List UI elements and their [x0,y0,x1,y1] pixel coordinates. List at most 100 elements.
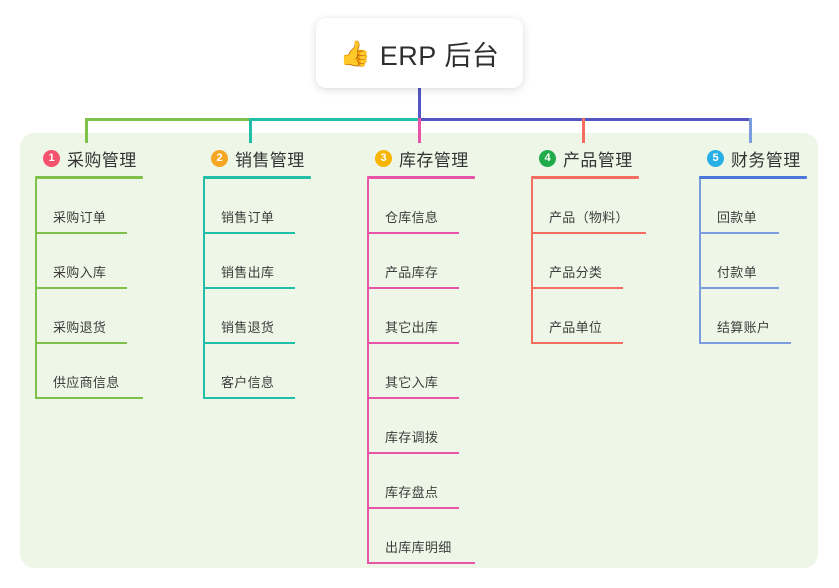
leaf-item[interactable]: 产品单位 [531,289,639,344]
branch-label-5: 财务管理 [731,150,801,170]
branch-header-5[interactable]: 5 财务管理 [699,145,807,171]
leaf-rule [35,287,127,289]
leaf-spine-5 [699,179,701,344]
root-node[interactable]: 👍 ERP 后台 [316,18,523,88]
leaf-item[interactable]: 采购退货 [35,289,143,344]
leaf-item[interactable]: 销售出库 [203,234,311,289]
branch-rule-5 [699,176,807,179]
branch-rule-3 [367,176,475,179]
branch-rule-2 [203,176,311,179]
leaf-item[interactable]: 仓库信息 [367,179,475,234]
leaf-label: 回款单 [717,210,757,225]
leaf-label: 付款单 [717,265,757,280]
leaf-list-4: 产品（物料） 产品分类产品单位 [531,179,646,344]
leaf-rule [699,232,779,234]
branch-label-1: 采购管理 [67,150,137,170]
leaf-label: 销售订单 [221,210,275,225]
leaf-item[interactable]: 其它入库 [367,344,475,399]
leaf-label: 客户信息 [221,375,275,390]
branch-header-3[interactable]: 3 库存管理 [367,145,475,171]
leaf-list-3: 仓库信息产品库存其它出库其它入库库存调拨库存盘点出库库明细 [367,179,475,564]
thumbs-up-icon: 👍 [339,39,371,68]
leaf-item[interactable]: 其它出库 [367,289,475,344]
branch-header-2[interactable]: 2 销售管理 [203,145,311,171]
leaf-item[interactable]: 采购订单 [35,179,143,234]
branch-rule-1 [35,176,143,179]
leaf-rule [203,287,295,289]
leaf-rule [35,342,127,344]
root-title: ERP 后台 [379,40,500,71]
leaf-spine-4 [531,179,533,344]
leaf-rule [531,287,623,289]
leaf-rule [367,342,459,344]
branch-header-4[interactable]: 4 产品管理 [531,145,639,171]
leaf-rule [203,342,295,344]
leaf-item[interactable]: 回款单 [699,179,807,234]
leaf-rule [35,232,127,234]
branch-badge-5: 5 [707,149,724,167]
leaf-item[interactable]: 库存调拨 [367,399,475,454]
leaf-label: 产品库存 [385,265,439,280]
branch-label-2: 销售管理 [235,150,305,170]
leaf-label: 采购入库 [53,265,107,280]
leaf-label: 仓库信息 [385,210,439,225]
branch-badge-3: 3 [375,149,392,167]
leaf-label: 产品单位 [549,320,603,335]
leaf-label: 出库库明细 [385,540,452,555]
branch-column-5: 5 财务管理回款单付款单结算账户 [699,145,807,344]
branch-column-3: 3 库存管理仓库信息产品库存其它出库其它入库库存调拨库存盘点出库库明细 [367,145,475,564]
leaf-rule [367,397,459,399]
leaf-rule [367,562,475,564]
leaf-rule [367,232,459,234]
leaf-rule [531,342,623,344]
leaf-item[interactable]: 客户信息 [203,344,311,399]
leaf-item[interactable]: 销售退货 [203,289,311,344]
leaf-rule [203,397,295,399]
leaf-label: 库存盘点 [385,485,439,500]
leaf-item[interactable]: 采购入库 [35,234,143,289]
leaf-rule [699,287,779,289]
branch-label-4: 产品管理 [563,150,633,170]
leaf-label: 结算账户 [717,320,771,335]
leaf-item[interactable]: 供应商信息 [35,344,143,399]
branch-header-1[interactable]: 1 采购管理 [35,145,143,171]
branch-badge-1: 1 [43,149,60,167]
leaf-item[interactable]: 结算账户 [699,289,807,344]
leaf-list-2: 销售订单销售出库销售退货客户信息 [203,179,311,399]
branch-column-1: 1 采购管理采购订单采购入库采购退货供应商信息 [35,145,143,399]
leaf-label: 销售出库 [221,265,275,280]
leaf-rule [35,397,143,399]
leaf-item[interactable]: 付款单 [699,234,807,289]
leaf-list-1: 采购订单采购入库采购退货供应商信息 [35,179,143,399]
diagram-panel [20,133,818,568]
leaf-rule [367,287,459,289]
leaf-rule [531,232,646,234]
leaf-label: 采购订单 [53,210,107,225]
leaf-item[interactable]: 产品（物料） [531,179,646,234]
leaf-item[interactable]: 出库库明细 [367,509,475,564]
leaf-label: 供应商信息 [53,375,120,390]
leaf-rule [699,342,791,344]
leaf-label: 销售退货 [221,320,275,335]
leaf-rule [367,507,459,509]
branch-column-4: 4 产品管理产品（物料） 产品分类产品单位 [531,145,646,344]
leaf-spine-2 [203,179,205,399]
leaf-label: 其它出库 [385,320,439,335]
leaf-spine-1 [35,179,37,399]
leaf-item[interactable]: 产品库存 [367,234,475,289]
leaf-list-5: 回款单付款单结算账户 [699,179,807,344]
leaf-rule [203,232,295,234]
branch-rule-4 [531,176,639,179]
branch-column-2: 2 销售管理销售订单销售出库销售退货客户信息 [203,145,311,399]
leaf-item[interactable]: 库存盘点 [367,454,475,509]
branch-badge-2: 2 [211,149,228,167]
leaf-label: 其它入库 [385,375,439,390]
leaf-label: 产品（物料） [549,210,629,225]
branch-badge-4: 4 [539,149,556,167]
leaf-item[interactable]: 销售订单 [203,179,311,234]
leaf-label: 库存调拨 [385,430,439,445]
branch-label-3: 库存管理 [399,150,469,170]
leaf-item[interactable]: 产品分类 [531,234,639,289]
leaf-rule [367,452,459,454]
